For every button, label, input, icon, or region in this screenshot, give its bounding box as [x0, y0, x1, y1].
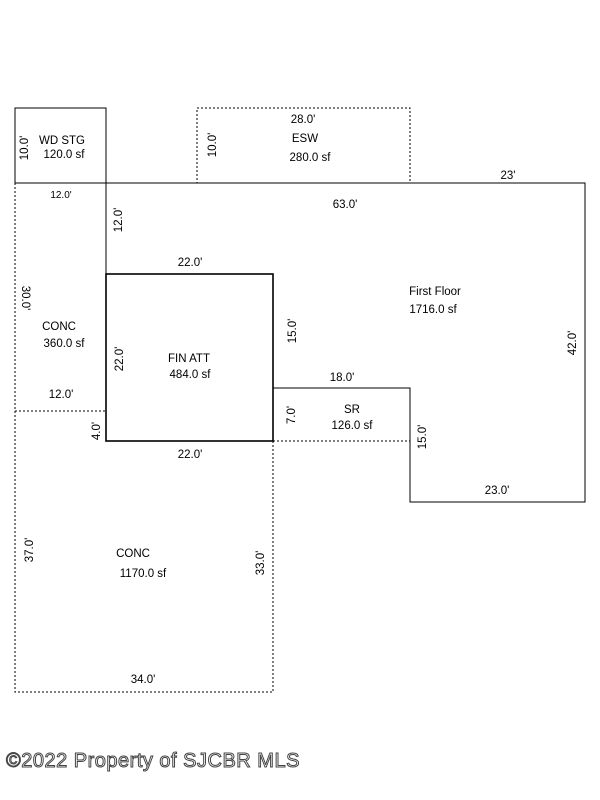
conc-left-area: 360.0 sf — [44, 338, 86, 350]
sr-dim-side: 7.0' — [286, 406, 298, 424]
wd-stg-label: WD STG — [39, 135, 85, 147]
sr-dim-top: 18.0' — [330, 372, 355, 384]
fin-att-dim-small: 4.0' — [91, 422, 103, 440]
sr-area: 126.0 sf — [332, 420, 374, 432]
esw-area: 280.0 sf — [290, 152, 332, 164]
fin-att-dim-left: 22.0' — [114, 347, 126, 372]
wd-stg-dim-side: 10.0' — [19, 136, 31, 161]
copyright-watermark: ©2022 Property of SJCBR MLS — [6, 750, 300, 773]
first-floor-dim-bottom: 23.0' — [485, 485, 510, 497]
fin-att-outline — [105, 273, 274, 442]
conc-bottom-dim-right: 33.0' — [255, 551, 267, 576]
fin-att-dim-top: 22.0' — [178, 257, 203, 269]
first-floor-dim-right: 42.0' — [567, 331, 579, 356]
wd-stg-dim-bottom: 12.0' — [50, 190, 71, 201]
first-floor-area: 1716.0 sf — [409, 304, 457, 316]
fin-att-dim-bottom: 22.0' — [178, 449, 203, 461]
first-floor-dim-step: 15.0' — [417, 425, 429, 450]
first-floor-outline — [15, 182, 586, 503]
first-floor-label: First Floor — [409, 286, 461, 298]
esw-dim-side: 10.0' — [207, 133, 219, 158]
conc-bottom-area: 1170.0 sf — [120, 568, 167, 580]
first-floor-dim-top-right: 23' — [501, 170, 516, 182]
fin-att-dim-right: 15.0' — [287, 319, 299, 344]
conc-left-label: CONC — [42, 321, 76, 333]
conc-bottom-dim-left: 37.0' — [24, 538, 36, 563]
fin-att-label: FIN ATT — [168, 353, 210, 365]
esw-dim-top: 28.0' — [291, 114, 316, 126]
esw-label: ESW — [292, 133, 318, 145]
fin-att-area: 484.0 sf — [170, 369, 212, 381]
conc-bottom-dim-bottom: 34.0' — [131, 674, 156, 686]
first-floor-dim-top: 63.0' — [333, 199, 358, 211]
wd-stg-area: 120.0 sf — [44, 149, 86, 161]
conc-left-dim-side: 30.0' — [19, 286, 31, 311]
first-floor-dim-inner-left: 12.0' — [113, 208, 125, 233]
conc-bottom-label: CONC — [116, 548, 150, 560]
conc-bottom-outline — [14, 411, 274, 693]
conc-left-dim-bottom: 12.0' — [49, 389, 74, 401]
sr-label: SR — [344, 404, 360, 416]
